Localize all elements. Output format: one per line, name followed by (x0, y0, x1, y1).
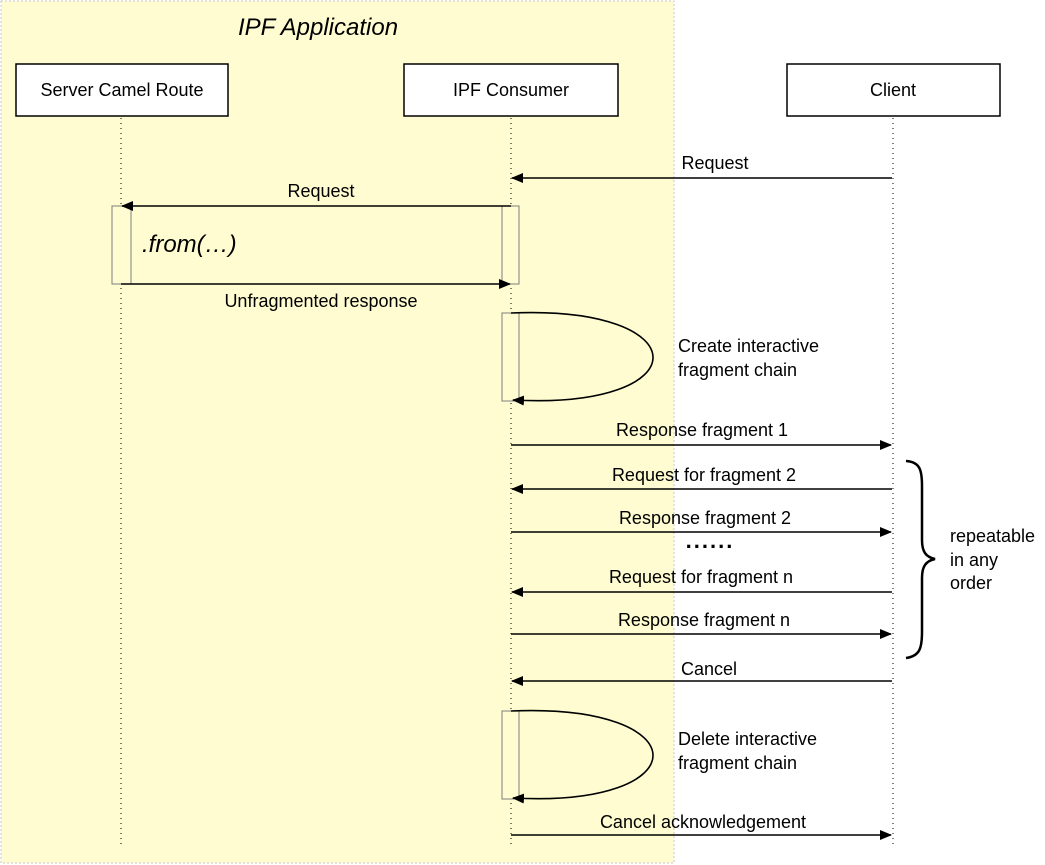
message-3-label: Unfragmented response (224, 291, 417, 311)
message-1-label: Request (681, 153, 748, 173)
self-call-create-line2: fragment chain (678, 360, 797, 380)
activation-consumer-3 (501, 710, 520, 800)
participant-consumer-label: IPF Consumer (453, 80, 569, 100)
brace-note-line3: order (950, 573, 992, 593)
brace-note-line1: repeatable (950, 526, 1035, 546)
self-call-create-arrow (510, 311, 654, 406)
activation-consumer-1 (501, 205, 520, 285)
self-call-delete-arrow (510, 709, 654, 804)
message-10-label: Cancel acknowledgement (600, 812, 806, 832)
message-9-label: Cancel (681, 659, 737, 679)
participant-server-label: Server Camel Route (40, 80, 203, 100)
message-7-label: Request for fragment n (609, 567, 793, 587)
message-8-label: Response fragment n (618, 610, 790, 630)
participant-client: Client (786, 63, 1001, 117)
participant-server-camel-route: Server Camel Route (15, 63, 229, 117)
ellipsis-dots: ...... (686, 528, 735, 553)
ipf-application-region (0, 0, 675, 864)
self-call-delete-line2: fragment chain (678, 753, 797, 773)
message-6-label: Response fragment 2 (619, 508, 791, 528)
participant-ipf-consumer: IPF Consumer (403, 63, 619, 117)
from-code-text: .from(…) (142, 231, 237, 258)
self-call-create-line1: Create interactive (678, 336, 819, 356)
repeatable-brace (905, 459, 936, 660)
message-5-label: Request for fragment 2 (612, 465, 796, 485)
message-4-label: Response fragment 1 (616, 420, 788, 440)
activation-server (111, 205, 132, 285)
message-2-label: Request (287, 181, 354, 201)
self-call-delete-line1: Delete interactive (678, 729, 817, 749)
activation-consumer-2 (501, 312, 520, 402)
brace-note-line2: in any (950, 550, 998, 570)
ipf-application-title: IPF Application (238, 14, 398, 41)
participant-client-label: Client (870, 80, 916, 100)
